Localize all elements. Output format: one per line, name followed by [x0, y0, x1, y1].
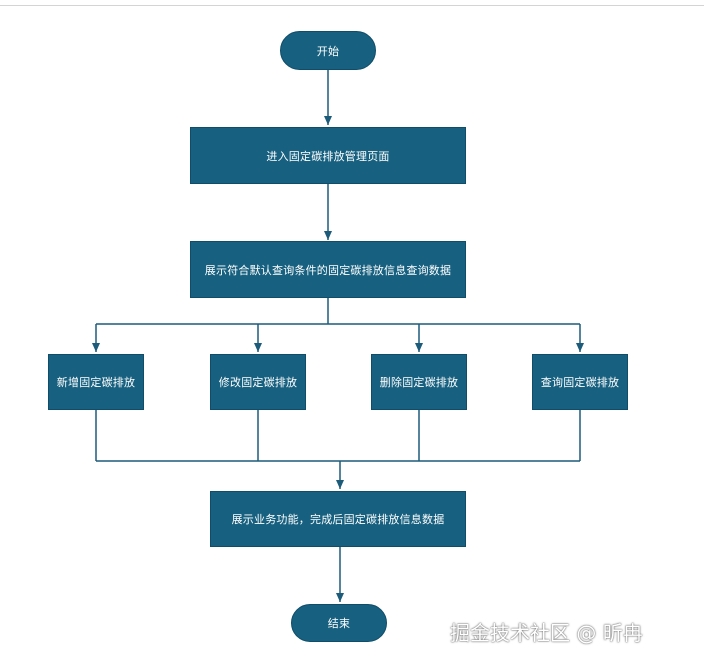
enter-page-label: 进入固定碳排放管理页面	[266, 149, 390, 163]
edit-label: 修改固定碳排放	[218, 376, 298, 389]
add-step: 新增固定碳排放	[48, 354, 144, 410]
show-list-label: 展示符合默认查询条件的固定碳排放信息查询数据	[204, 263, 452, 277]
show-result-label: 展示业务功能，完成后固定碳排放信息数据	[231, 513, 445, 526]
edit-step: 修改固定碳排放	[210, 354, 306, 410]
end-node: 结束	[291, 604, 387, 642]
show-result-step: 展示业务功能，完成后固定碳排放信息数据	[210, 491, 466, 547]
watermark-text: 掘金技术社区 @ 昕冉	[450, 621, 643, 645]
delete-step: 删除固定碳排放	[371, 354, 467, 410]
query-step: 查询固定碳排放	[532, 354, 628, 410]
start-label: 开始	[316, 44, 340, 58]
show-list-step: 展示符合默认查询条件的固定碳排放信息查询数据	[190, 241, 466, 298]
start-node: 开始	[280, 31, 376, 70]
top-divider	[0, 5, 704, 6]
add-label: 新增固定碳排放	[56, 376, 136, 389]
enter-page-step: 进入固定碳排放管理页面	[190, 127, 466, 184]
query-label: 查询固定碳排放	[540, 376, 620, 389]
delete-label: 删除固定碳排放	[379, 376, 459, 389]
end-label: 结束	[327, 617, 351, 630]
